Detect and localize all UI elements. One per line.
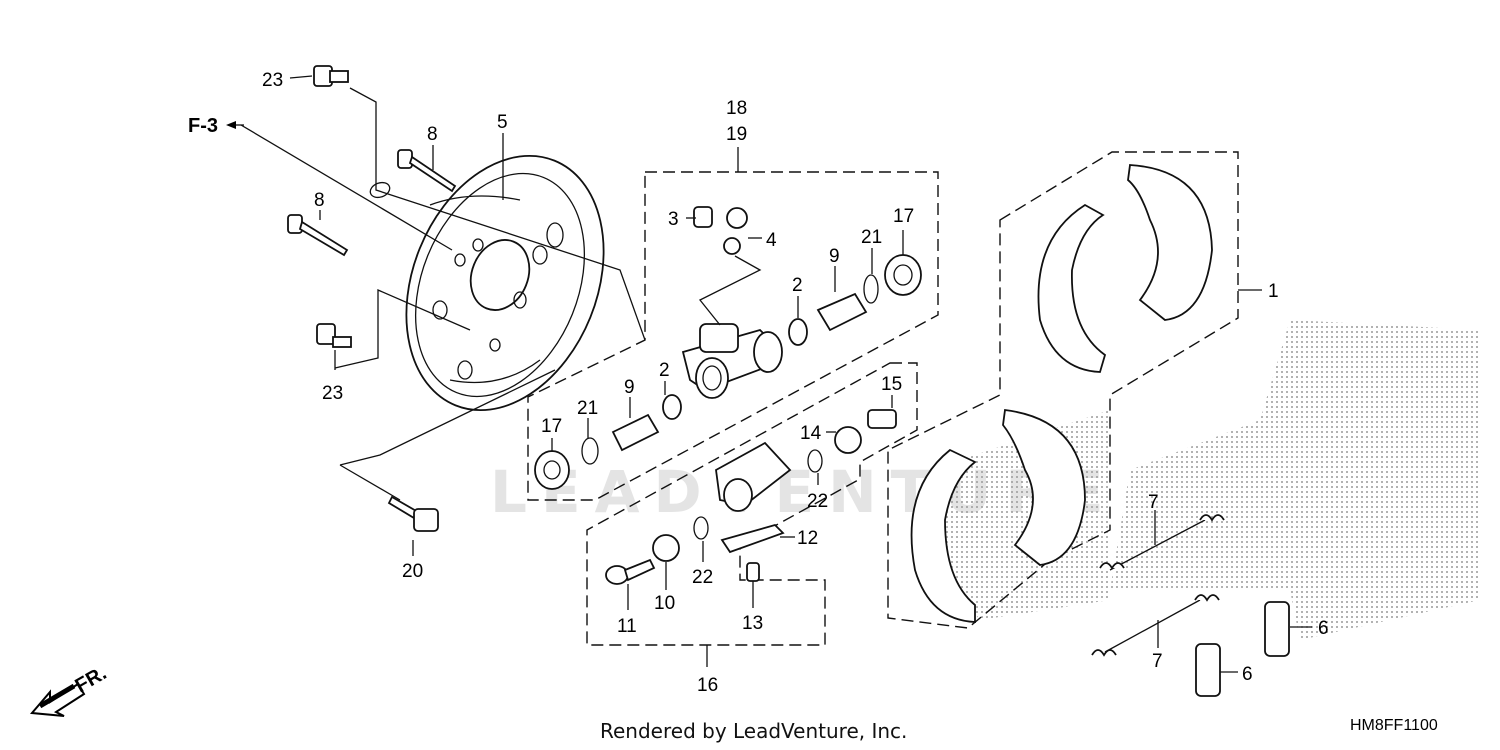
part-label-21-bottom: 21 (577, 398, 598, 419)
leader-lines (240, 75, 1312, 673)
part-label-1: 1 (1268, 281, 1279, 302)
part-label-18: 18 (726, 98, 747, 119)
part-label-20: 20 (402, 561, 423, 582)
brake-shoe-bottom-left (910, 448, 977, 623)
part-label-23-bottom: 23 (322, 383, 343, 404)
piston-cup-2-top (788, 318, 808, 346)
part-label-8-bottom: 8 (314, 190, 325, 211)
pin-6-bottom (1195, 643, 1221, 697)
adjuster-group-frame (586, 362, 918, 646)
brake-panel (369, 154, 605, 412)
adjuster-wheel-14 (834, 426, 862, 454)
part-label-17-bottom: 17 (541, 416, 562, 437)
diagram-code: HM8FF1100 (1350, 717, 1438, 734)
part-label-21-top: 21 (861, 227, 882, 248)
piston-9-bottom (611, 413, 660, 452)
part-label-15: 15 (881, 374, 902, 395)
part-label-4: 4 (766, 230, 777, 251)
washer-22-top (807, 449, 823, 473)
part-label-17-top: 17 (893, 206, 914, 227)
part-label-7-top: 7 (1148, 492, 1159, 513)
part-label-12: 12 (797, 528, 818, 549)
cap-4 (723, 207, 748, 255)
adjuster-15 (867, 409, 897, 429)
bleeder-3 (693, 206, 713, 228)
part-label-19: 19 (726, 124, 747, 145)
wheel-cylinder (681, 323, 783, 399)
part-label-8-top: 8 (427, 124, 438, 145)
part-label-11: 11 (617, 616, 637, 637)
part-label-9-top: 9 (829, 246, 840, 267)
adjuster-wheel-10 (652, 534, 680, 562)
front-arrow (29, 682, 86, 717)
bolt-23-top (313, 65, 349, 87)
brake-shoe-top-right (1127, 164, 1213, 321)
screw-11 (605, 558, 656, 585)
part-label-2-top: 2 (792, 275, 803, 296)
brake-shoe-top-left (1037, 203, 1107, 373)
bolt-20 (387, 495, 439, 532)
spring-7-bottom (1091, 594, 1220, 657)
washer-22-bottom (693, 516, 709, 540)
part-label-22-bottom: 22 (692, 567, 713, 588)
direction-callout: F-3 (188, 115, 218, 137)
adjuster-body (715, 441, 792, 512)
shading (930, 320, 1480, 640)
pin-6-top (1264, 601, 1290, 657)
bolt-23-bottom (316, 323, 352, 348)
footer-credit: Rendered by LeadVenture, Inc. (600, 719, 907, 743)
f3-direction-arrow (226, 121, 244, 129)
part-label-3: 3 (668, 209, 679, 230)
cylinder-group-frame (527, 171, 939, 501)
nipple-13 (746, 562, 760, 582)
part-label-23-top: 23 (262, 70, 283, 91)
boot-17-bottom (534, 450, 570, 490)
piston-9-top (816, 292, 868, 332)
spring-7-top (1099, 514, 1225, 571)
part-label-9-bottom: 9 (624, 377, 635, 398)
part-label-6-top: 6 (1318, 618, 1329, 639)
shoe-group-frame (887, 151, 1239, 629)
brake-shoe-bottom-right (1002, 408, 1086, 566)
part-label-5: 5 (497, 112, 508, 133)
circlip-21-bottom (581, 437, 599, 465)
part-label-16: 16 (697, 675, 718, 696)
part-label-2-bottom: 2 (659, 360, 670, 381)
part-label-14: 14 (800, 423, 822, 444)
part-label-13: 13 (742, 613, 763, 634)
part-label-10: 10 (654, 593, 675, 614)
part-label-6-bottom: 6 (1242, 664, 1253, 685)
part-label-7-bottom: 7 (1152, 651, 1163, 672)
boot-17-top (884, 254, 922, 296)
clip-12 (720, 523, 785, 554)
pin-8-bottom (287, 214, 349, 257)
part-label-22-top: 22 (807, 491, 828, 512)
piston-cup-2-bottom (662, 394, 682, 420)
pin-8-top (397, 149, 457, 193)
circlip-21-top (863, 274, 879, 304)
